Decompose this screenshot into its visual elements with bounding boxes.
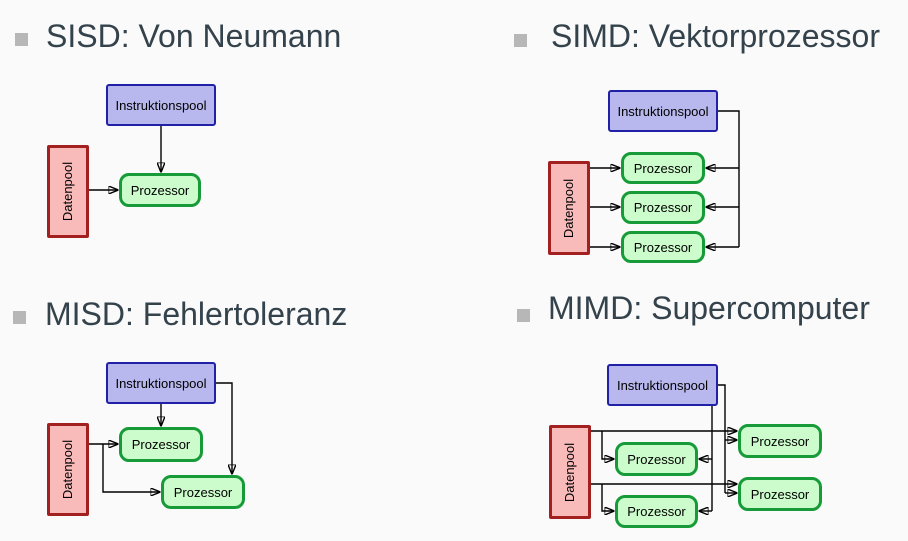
heading-mimd: MIMD: Supercomputer <box>548 290 870 326</box>
mimd-instruction-pool-box: Instruktionspool <box>607 364 718 406</box>
misd-processor-box-1: Prozessor <box>119 427 203 462</box>
simd-instruction-bus <box>718 110 740 247</box>
misd-processor-box-2: Prozessor <box>161 475 245 509</box>
heading-misd: MISD: Fehlertoleranz <box>45 296 348 332</box>
sisd-instruction-pool-label: Instruktionspool <box>115 97 207 113</box>
misd-processor-label: Prozessor <box>173 484 233 500</box>
simd-processor-box-3: Prozessor <box>621 231 705 263</box>
sisd-data-pool-box: Datenpool <box>47 145 89 238</box>
misd-processor-label: Prozessor <box>131 437 191 452</box>
sisd-instruction-pool-box: Instruktionspool <box>106 84 216 126</box>
misd-instruction-pool-label: Instruktionspool <box>115 375 207 391</box>
mimd-processor-label: Prozessor <box>627 504 686 519</box>
sisd-processor-box: Prozessor <box>119 173 201 207</box>
misd-data-pool-label: Datenpool <box>60 439 76 500</box>
mimd-processor-box-left-2: Prozessor <box>615 495 698 528</box>
mimd-data-pool-box: Datenpool <box>549 425 591 519</box>
mimd-data-pool-label: Datenpool <box>562 442 578 502</box>
bullet-square-icon <box>514 34 527 47</box>
simd-processor-box-1: Prozessor <box>621 152 705 184</box>
mimd-data-arrow-left-1 <box>601 431 614 459</box>
simd-instruction-pool-label: Instruktionspool <box>617 103 709 119</box>
simd-data-pool-box: Datenpool <box>548 161 590 255</box>
mimd-instruction-pool-label: Instruktionspool <box>616 377 709 393</box>
bullet-square-icon <box>13 311 26 324</box>
simd-instruction-pool-box: Instruktionspool <box>608 90 718 132</box>
misd-instruction-pool-box: Instruktionspool <box>106 362 216 404</box>
mimd-processor-box-right-2: Prozessor <box>738 477 822 511</box>
bullet-square-icon <box>517 309 530 322</box>
mimd-instruction-bus-outer <box>718 384 726 493</box>
mimd-processor-label: Prozessor <box>750 486 810 502</box>
misd-instruction-arrow-2 <box>216 382 232 474</box>
mimd-processor-label: Prozessor <box>627 451 686 467</box>
simd-processor-label: Prozessor <box>633 239 693 255</box>
mimd-data-arrow-left-2 <box>601 484 614 511</box>
sisd-processor-label: Prozessor <box>130 182 190 198</box>
simd-processor-label: Prozessor <box>633 160 693 176</box>
simd-processor-label: Prozessor <box>633 200 693 215</box>
mimd-processor-label: Prozessor <box>750 433 810 449</box>
simd-data-pool-label: Datenpool <box>561 178 577 238</box>
simd-processor-box-2: Prozessor <box>621 191 705 224</box>
sisd-data-pool-label: Datenpool <box>60 161 76 222</box>
misd-data-pool-box: Datenpool <box>47 423 89 516</box>
mimd-processor-box-right-1: Prozessor <box>738 424 822 458</box>
bullet-square-icon <box>15 33 28 46</box>
mimd-processor-box-left-1: Prozessor <box>615 442 698 476</box>
heading-simd: SIMD: Vektorprozessor <box>551 18 880 54</box>
heading-sisd: SISD: Von Neumann <box>46 18 342 54</box>
